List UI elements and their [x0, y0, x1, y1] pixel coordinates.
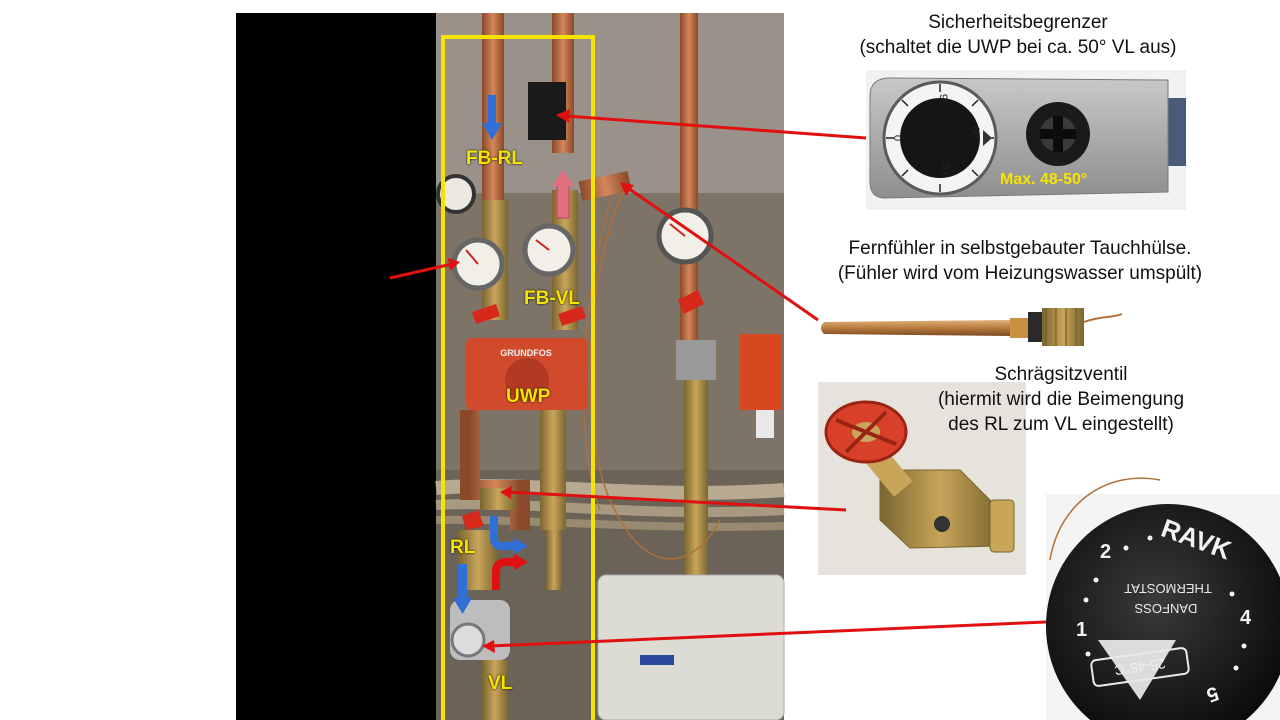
sensor-callout-title: Fernfühler in selbstgebauter Tauchhülse. — [848, 238, 1192, 259]
heating-room-photo — [435, 13, 785, 720]
dial-tick-0: 0 — [891, 135, 903, 141]
thermostat-knob — [1046, 504, 1280, 720]
label-rl: RL — [450, 537, 476, 558]
limiter-callout: Sicherheitsbegrenzer (schaltet die UWP b… — [808, 10, 1228, 60]
valve-callout: Schrägsitzventil (hiermit wird die Beime… — [900, 362, 1222, 437]
fb-vl-flow-arrow — [552, 170, 574, 219]
label-vl: VL — [488, 673, 513, 694]
pointer-limiter-arrow — [556, 109, 867, 140]
thermostat-type: THERMOSTAT — [1124, 581, 1212, 596]
thermostat-maker: DANFOSS — [1134, 601, 1197, 616]
sensor-callout-subtitle: (Fühler wird vom Heizungswasser umspült) — [837, 263, 1203, 284]
valve-photo — [818, 382, 1026, 575]
label-uwp: UWP — [506, 386, 551, 407]
highlight-frame — [441, 35, 595, 720]
pump-brand-label: GRUNDFOS — [500, 348, 552, 358]
limiter-callout-title: Sicherheitsbegrenzer — [928, 12, 1108, 33]
supply-mix-curve-arrow — [492, 554, 528, 590]
rl-flow-arrow — [453, 564, 472, 614]
label-fb-rl: FB-RL — [466, 148, 523, 169]
valve-callout-line2: des RL zum VL eingestellt) — [948, 414, 1174, 435]
thermostat-scale-2: 2 — [1100, 541, 1111, 563]
flow-arrows — [453, 95, 574, 614]
valve-callout-title: Schrägsitzventil — [994, 364, 1128, 385]
fb-rl-flow-arrow — [482, 95, 502, 140]
thermostat-range: 25-45°C — [1113, 655, 1166, 678]
limiter-cable-gland — [1026, 102, 1090, 166]
thermostat-photo: RAVK DANFOSS THERMOSTAT 25-45°C 1 2 4 5 — [1046, 477, 1280, 720]
limiter-callout-subtitle: (schaltet die UWP bei ca. 50° VL aus) — [859, 37, 1177, 58]
sensor-callout: Fernfühler in selbstgebauter Tauchhülse.… — [800, 236, 1240, 286]
thermostat-scale-4: 4 — [1240, 607, 1252, 629]
pointer-valve-arrow — [500, 486, 847, 512]
sensor-photo — [818, 290, 1123, 350]
photo-dark-margin — [236, 13, 444, 720]
pointer-thermostat-arrow — [482, 620, 1047, 653]
dial-tick-90: 90 — [937, 94, 949, 106]
dial-tick-30: 30 — [939, 162, 951, 174]
thermostat-scale-dots — [1083, 535, 1247, 671]
thermostat-scale-1: 1 — [1076, 619, 1087, 641]
dial-tick-60: 60 — [969, 126, 981, 138]
pointer-gauge-arrow — [389, 258, 460, 280]
limiter-max-label: Max. 48-50° — [1000, 171, 1087, 188]
limiter-photo: 0 30 60 90 Max. 48-50° — [866, 70, 1186, 210]
valve-callout-line1: (hiermit wird die Beimengung — [937, 389, 1185, 410]
label-fb-vl: FB-VL — [524, 288, 580, 309]
return-mix-curve-arrow — [490, 516, 528, 554]
pointer-arrows — [389, 109, 1047, 653]
pointer-sensor-arrow — [620, 182, 819, 322]
